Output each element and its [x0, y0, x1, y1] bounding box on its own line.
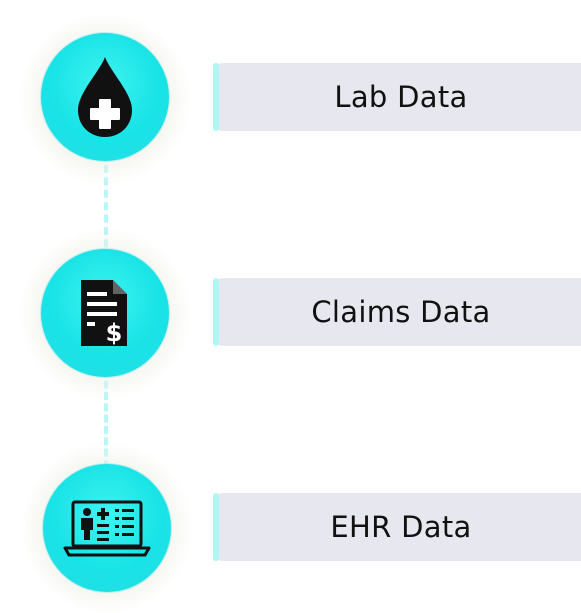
document-dollar-icon: $	[81, 280, 127, 347]
icon-circle-lab	[41, 33, 169, 161]
card-ehr-data: EHR Data	[213, 493, 581, 561]
card-accent	[213, 278, 219, 346]
card-label: EHR Data	[330, 510, 472, 544]
card-claims-data: Claims Data	[213, 278, 581, 346]
card-label: Lab Data	[334, 80, 468, 114]
card-accent	[213, 63, 219, 131]
card-label: Claims Data	[311, 295, 491, 329]
blood-drop-cross-icon	[78, 57, 132, 137]
card-lab-data: Lab Data	[213, 63, 581, 131]
laptop-patient-record-icon	[63, 500, 151, 557]
connector-line-1	[104, 140, 108, 260]
icon-circle-ehr	[43, 464, 171, 592]
icon-circle-claims: $	[41, 249, 169, 377]
svg-text:$: $	[106, 319, 123, 347]
connector-line-2	[104, 358, 108, 468]
card-accent	[213, 493, 219, 561]
